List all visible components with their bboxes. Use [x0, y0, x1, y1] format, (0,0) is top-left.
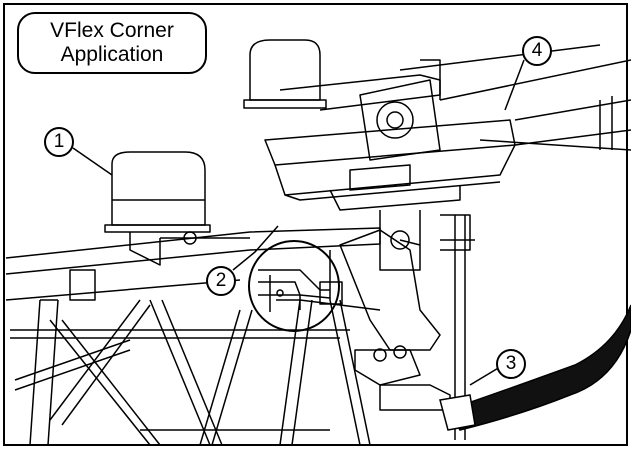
leader-1	[72, 147, 113, 176]
callout-4: 4	[522, 36, 552, 66]
structure-lines	[5, 39, 631, 446]
callout-2: 2	[206, 266, 236, 296]
title-line-1: VFlex Corner	[50, 19, 174, 42]
hose-clamp	[439, 394, 476, 431]
title-line-2: Application	[60, 43, 164, 66]
callout-3-label: 3	[505, 353, 517, 374]
black-hose	[446, 304, 631, 431]
callout-3: 3	[496, 349, 526, 379]
callout-1-label: 1	[53, 131, 65, 152]
callout-1: 1	[44, 127, 74, 157]
detail-magnifier-circle	[248, 240, 343, 332]
leader-4	[504, 59, 525, 111]
callout-4-label: 4	[531, 40, 543, 61]
leader-2	[232, 225, 279, 271]
callout-2-label: 2	[215, 270, 227, 291]
leader-3	[469, 366, 501, 386]
motor-housing-left	[104, 151, 250, 266]
truss-frame	[10, 269, 371, 446]
upper-drive-assembly	[243, 39, 631, 271]
diagram-title-box: VFlex Corner Application	[17, 12, 207, 74]
